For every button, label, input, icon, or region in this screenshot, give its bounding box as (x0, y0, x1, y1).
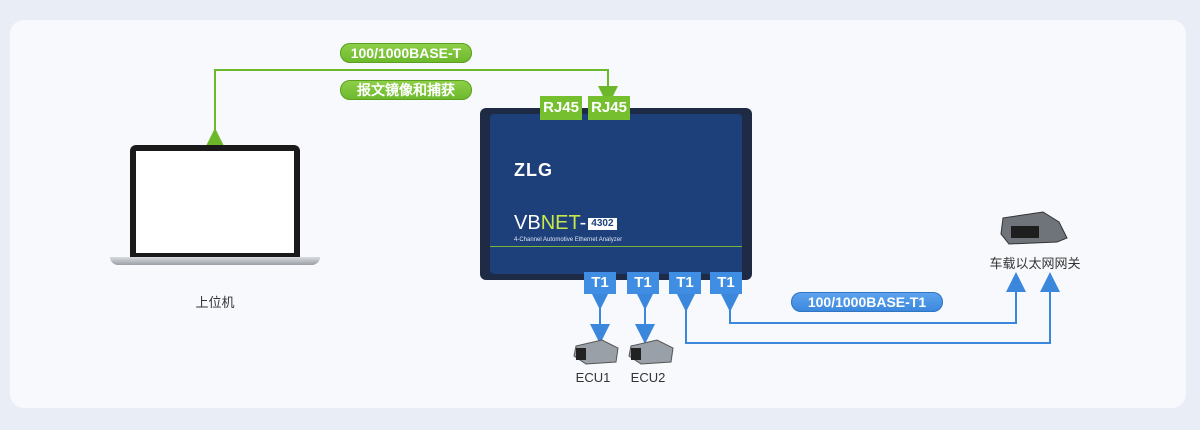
zlg-logo: ZLG (514, 160, 553, 180)
device-model: VBNET-4302 (514, 212, 617, 235)
gateway-icon (1000, 211, 1068, 245)
t1-label: 100/1000BASE-T1 (791, 292, 943, 312)
host-pc-laptop (110, 145, 320, 270)
t1-port-4: T1 (710, 272, 742, 294)
gateway-label: 车载以太网网关 (989, 256, 1081, 271)
device-subtitle: 4-Channel Automotive Ethernet Analyzer (514, 237, 623, 243)
ethernet-line (205, 69, 618, 148)
ecu2-label: ECU2 (630, 370, 666, 385)
laptop-screen (130, 145, 300, 257)
ethernet-label: 100/1000BASE-T (340, 43, 472, 63)
ecu1-label: ECU1 (575, 370, 611, 385)
gateway-line-2 (676, 272, 1060, 344)
ecu1-icon (573, 339, 619, 365)
t1-port-1: T1 (584, 272, 616, 294)
ecu2-icon (628, 339, 674, 365)
rj45-port-1: RJ45 (540, 96, 582, 120)
vbnet-device: ZLG VBNET-4302 4-Channel Automotive Ethe… (480, 108, 752, 280)
host-pc-label: 上位机 (195, 295, 235, 310)
device-panel: ZLG VBNET-4302 4-Channel Automotive Ethe… (490, 114, 742, 274)
laptop-base (110, 257, 320, 265)
t1-port-2: T1 (627, 272, 659, 294)
mirror-capture-label: 报文镜像和捕获 (340, 80, 472, 100)
rj45-port-2: RJ45 (588, 96, 630, 120)
t1-port-3: T1 (669, 272, 701, 294)
